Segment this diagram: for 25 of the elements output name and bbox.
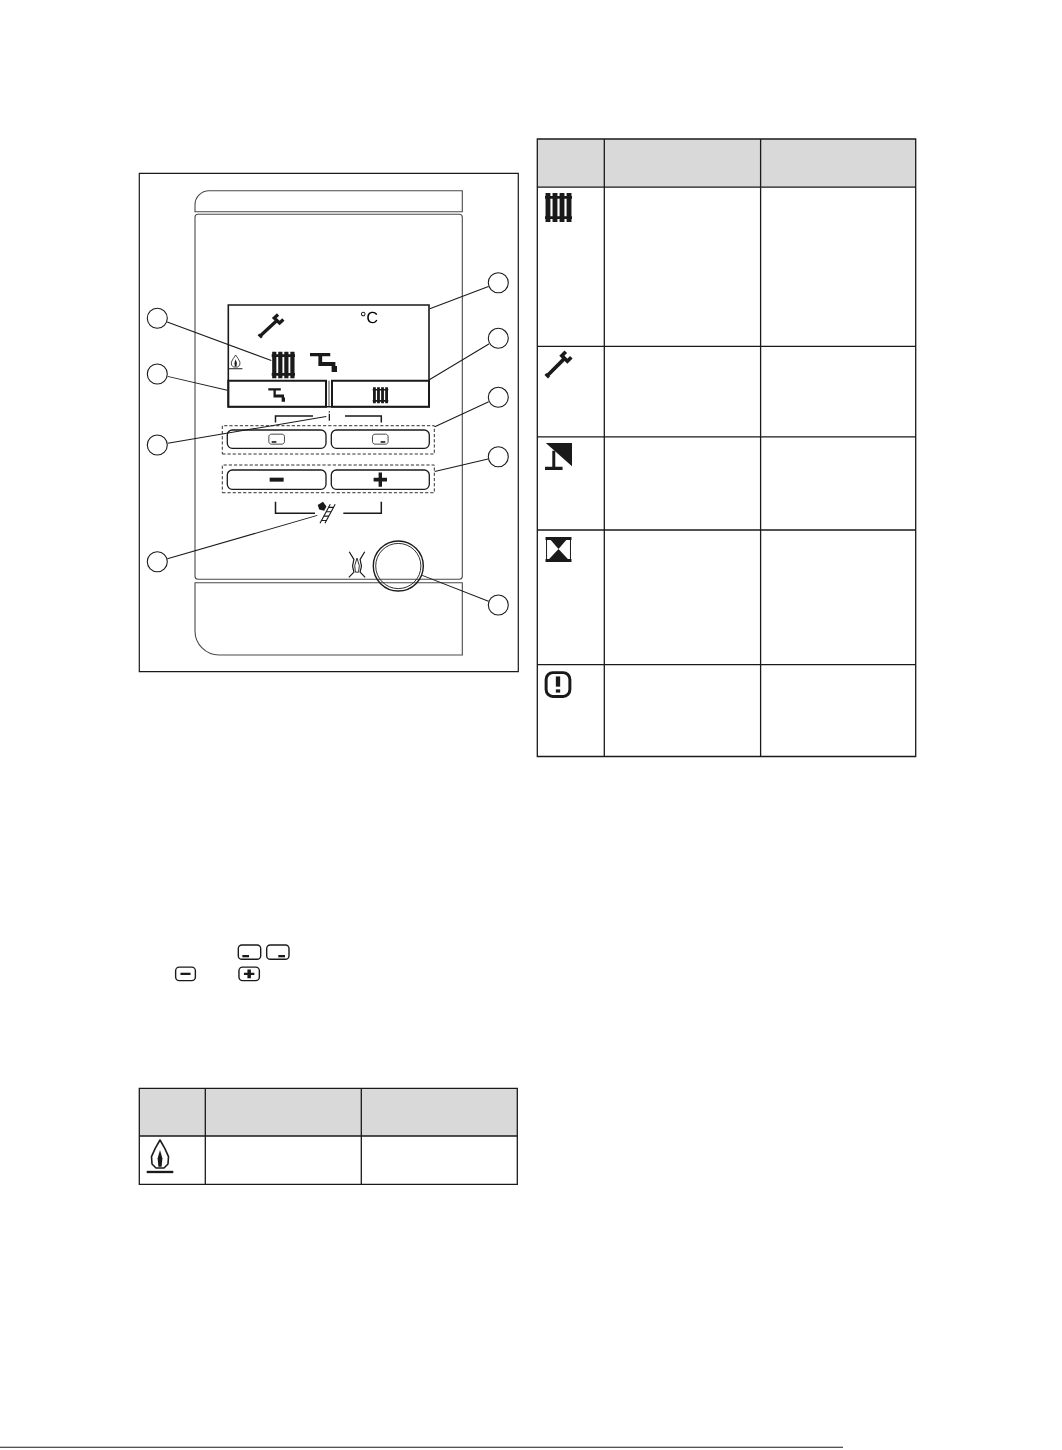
radiator-icon (271, 351, 295, 379)
button-group (221, 425, 435, 455)
leader-line (167, 416, 327, 444)
callout-circle (146, 434, 168, 456)
callout-circle (487, 386, 509, 408)
callout-circle (487, 446, 509, 468)
display-screen: °C (227, 304, 430, 408)
round-button (372, 540, 424, 592)
leader-line (166, 514, 318, 560)
ladder-icon (317, 501, 336, 524)
info-symbol: i (328, 411, 330, 421)
leader-line (434, 458, 489, 472)
callout-circle (487, 272, 509, 294)
callout-circle (146, 363, 168, 385)
callout-circle (487, 594, 509, 616)
callout-circle (146, 551, 168, 573)
leader-line (428, 343, 490, 381)
leader-line (167, 375, 228, 391)
leader-line (429, 285, 489, 310)
callout-circle (487, 327, 509, 349)
leader-line (421, 574, 489, 602)
callout-circle (146, 307, 168, 329)
button-group (221, 464, 435, 494)
leader-line (434, 401, 490, 428)
leader-line (166, 321, 272, 362)
